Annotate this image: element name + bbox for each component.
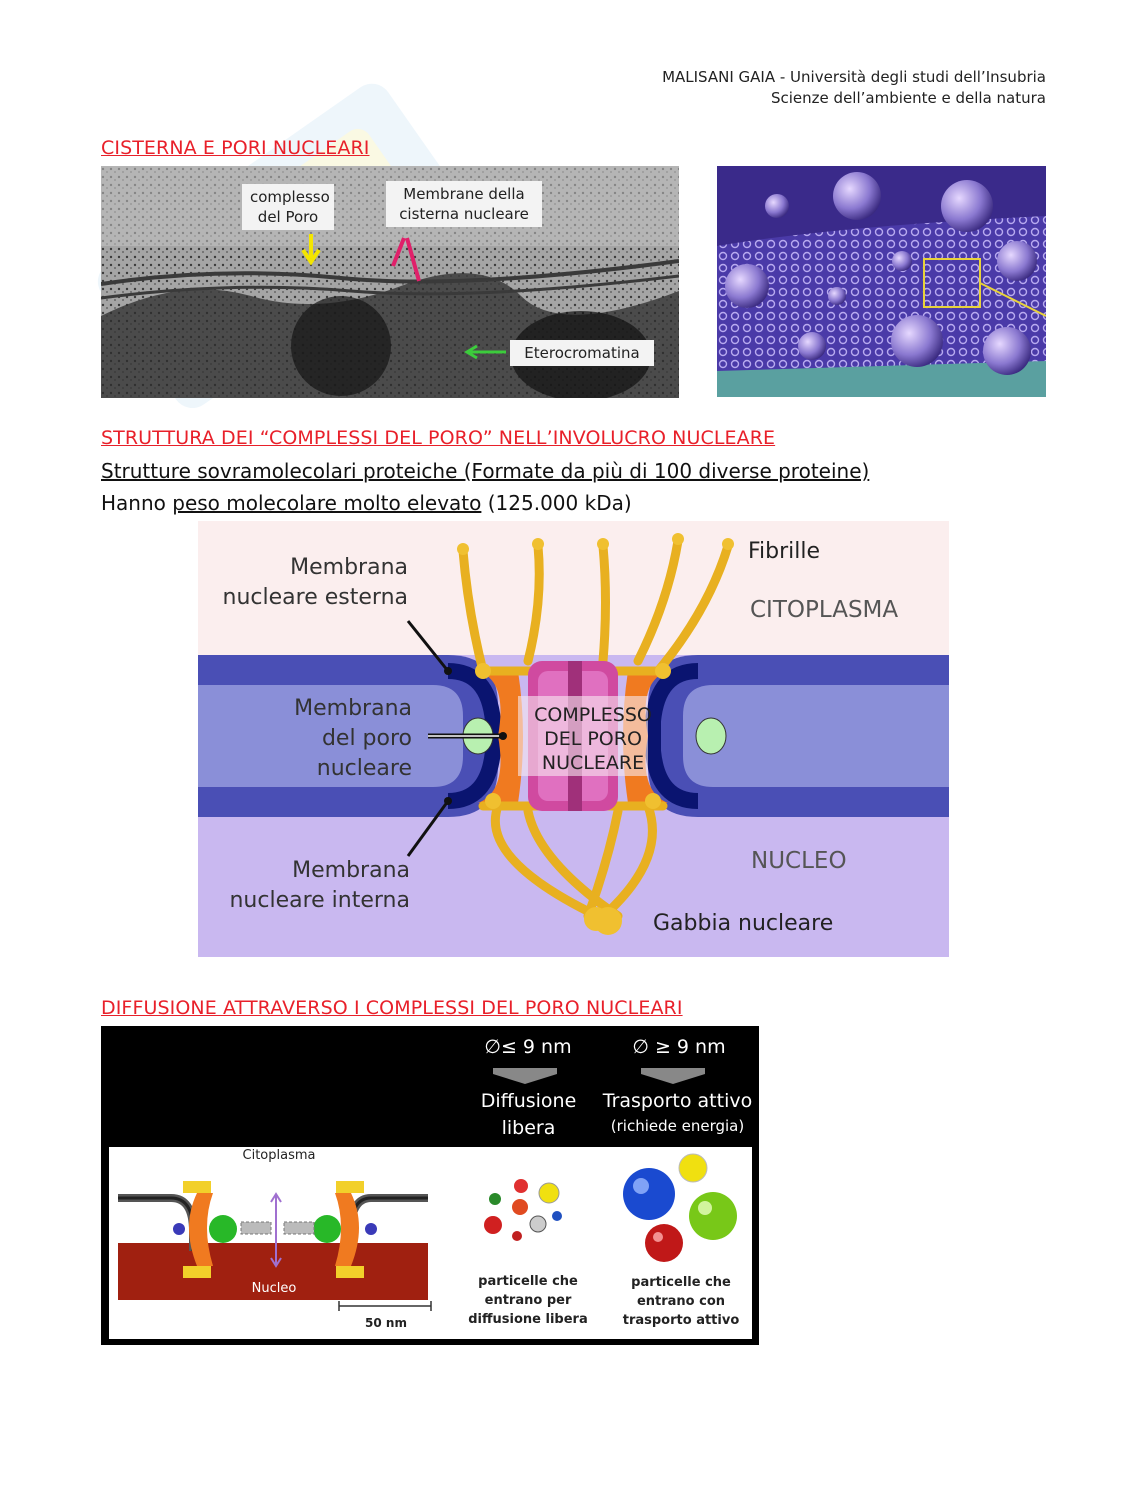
- line-peso-underlined: peso molecolare molto elevato: [172, 491, 482, 515]
- header-course: Scienze dell’ambiente e della natura: [771, 89, 1046, 107]
- tem-micrograph: complesso del Poro Membrane della cister…: [101, 166, 679, 398]
- nuclear-pore-diagram-art: [198, 521, 949, 957]
- label-inner-line2: nucleare interna: [229, 888, 410, 913]
- label-pore-line2: del Poro: [257, 208, 319, 226]
- label-size-large: ∅ ≥ 9 nm: [632, 1036, 726, 1058]
- label-nucleo-small: Nucleo: [251, 1281, 297, 1296]
- label-pore-line1: complesso: [250, 188, 330, 206]
- label-complex-line2: DEL PORO: [544, 728, 642, 750]
- label-size-small: ∅≤ 9 nm: [484, 1036, 572, 1058]
- label-complex-line1: COMPLESSO: [534, 704, 652, 726]
- label-complex-line3: NUCLEARE: [541, 752, 645, 774]
- line-strutture-sovramolecolari: Strutture sovramolecolari proteiche (For…: [101, 459, 870, 483]
- label-pore-complex-center: COMPLESSO DEL PORO NUCLEARE: [521, 703, 665, 775]
- label-diffusione-libera: Diffusione libera: [471, 1088, 586, 1142]
- diffusion-panel: ∅≤ 9 nm ∅ ≥ 9 nm: [101, 1026, 759, 1345]
- caption-large-line2: entrano con: [636, 1294, 726, 1309]
- label-inner-membrane: Membrana nucleare interna: [198, 856, 410, 916]
- label-membranes-line1: Membrane della: [403, 185, 525, 203]
- label-pore-membrane-line3: nucleare: [316, 756, 412, 781]
- line-peso-pre: Hanno: [101, 491, 173, 515]
- label-active-line2: (richiede energia): [610, 1117, 745, 1135]
- label-outer-line1: Membrana: [290, 555, 408, 580]
- label-gabbia-nucleare: Gabbia nucleare: [653, 911, 834, 936]
- line-peso-molecolare: Hanno peso molecolare molto elevato (125…: [101, 491, 632, 515]
- label-pore-membrane-line2: del poro: [321, 726, 412, 751]
- label-citoplasma: CITOPLASMA: [750, 597, 899, 623]
- section-title-cisterna: CISTERNA E PORI NUCLEARI: [101, 137, 370, 159]
- label-fibrille: Fibrille: [748, 539, 821, 564]
- label-scale-bar: 50 nm: [365, 1316, 407, 1330]
- label-nucleo: NUCLEO: [751, 848, 847, 874]
- tem-micrograph-image: [101, 166, 679, 398]
- caption-large-line3: trasporto attivo: [622, 1313, 740, 1328]
- label-active-line1: Trasporto attivo: [602, 1090, 753, 1112]
- label-outer-membrane: Membrana nucleare esterna: [198, 553, 408, 613]
- label-citoplasma-small: Citoplasma: [242, 1148, 316, 1163]
- caption-small-line2: entrano per: [484, 1293, 572, 1308]
- line-peso-post: (125.000 kDa): [481, 491, 632, 515]
- label-free-line2: libera: [501, 1117, 556, 1139]
- diffusion-panel-art: [109, 1068, 752, 1339]
- label-free-line1: Diffusione: [480, 1090, 577, 1112]
- label-trasporto-attivo: Trasporto attivo (richiede energia): [596, 1088, 759, 1137]
- caption-large-particles: particelle che entrano con trasporto att…: [616, 1273, 746, 1330]
- section-title-diffusione: DIFFUSIONE ATTRAVERSO I COMPLESSI DEL PO…: [101, 997, 683, 1019]
- caption-small-particles: particelle che entrano per diffusione li…: [463, 1272, 593, 1329]
- label-pore-membrane: Membrana del poro nucleare: [198, 694, 412, 784]
- label-pore-membrane-line1: Membrana: [294, 696, 412, 721]
- label-outer-line2: nucleare esterna: [222, 585, 408, 610]
- nuclear-pore-diagram: Membrana nucleare esterna Fibrille CITOP…: [198, 521, 949, 957]
- label-cisterna-membranes: Membrane della cisterna nucleare: [386, 181, 542, 227]
- label-membranes-line2: cisterna nucleare: [399, 205, 529, 223]
- section-title-struttura: STRUTTURA DEI “COMPLESSI DEL PORO” NELL’…: [101, 427, 776, 449]
- sem-nuclear-surface-image: [717, 166, 1046, 397]
- label-pore-complex: complesso del Poro: [242, 184, 334, 230]
- caption-large-line1: particelle che: [631, 1275, 731, 1290]
- caption-small-line1: particelle che: [478, 1274, 578, 1289]
- label-heterochromatin: Eterocromatina: [510, 340, 654, 366]
- label-inner-line1: Membrana: [292, 858, 410, 883]
- caption-small-line3: diffusione libera: [468, 1312, 588, 1327]
- header-author: MALISANI GAIA - Università degli studi d…: [662, 68, 1046, 86]
